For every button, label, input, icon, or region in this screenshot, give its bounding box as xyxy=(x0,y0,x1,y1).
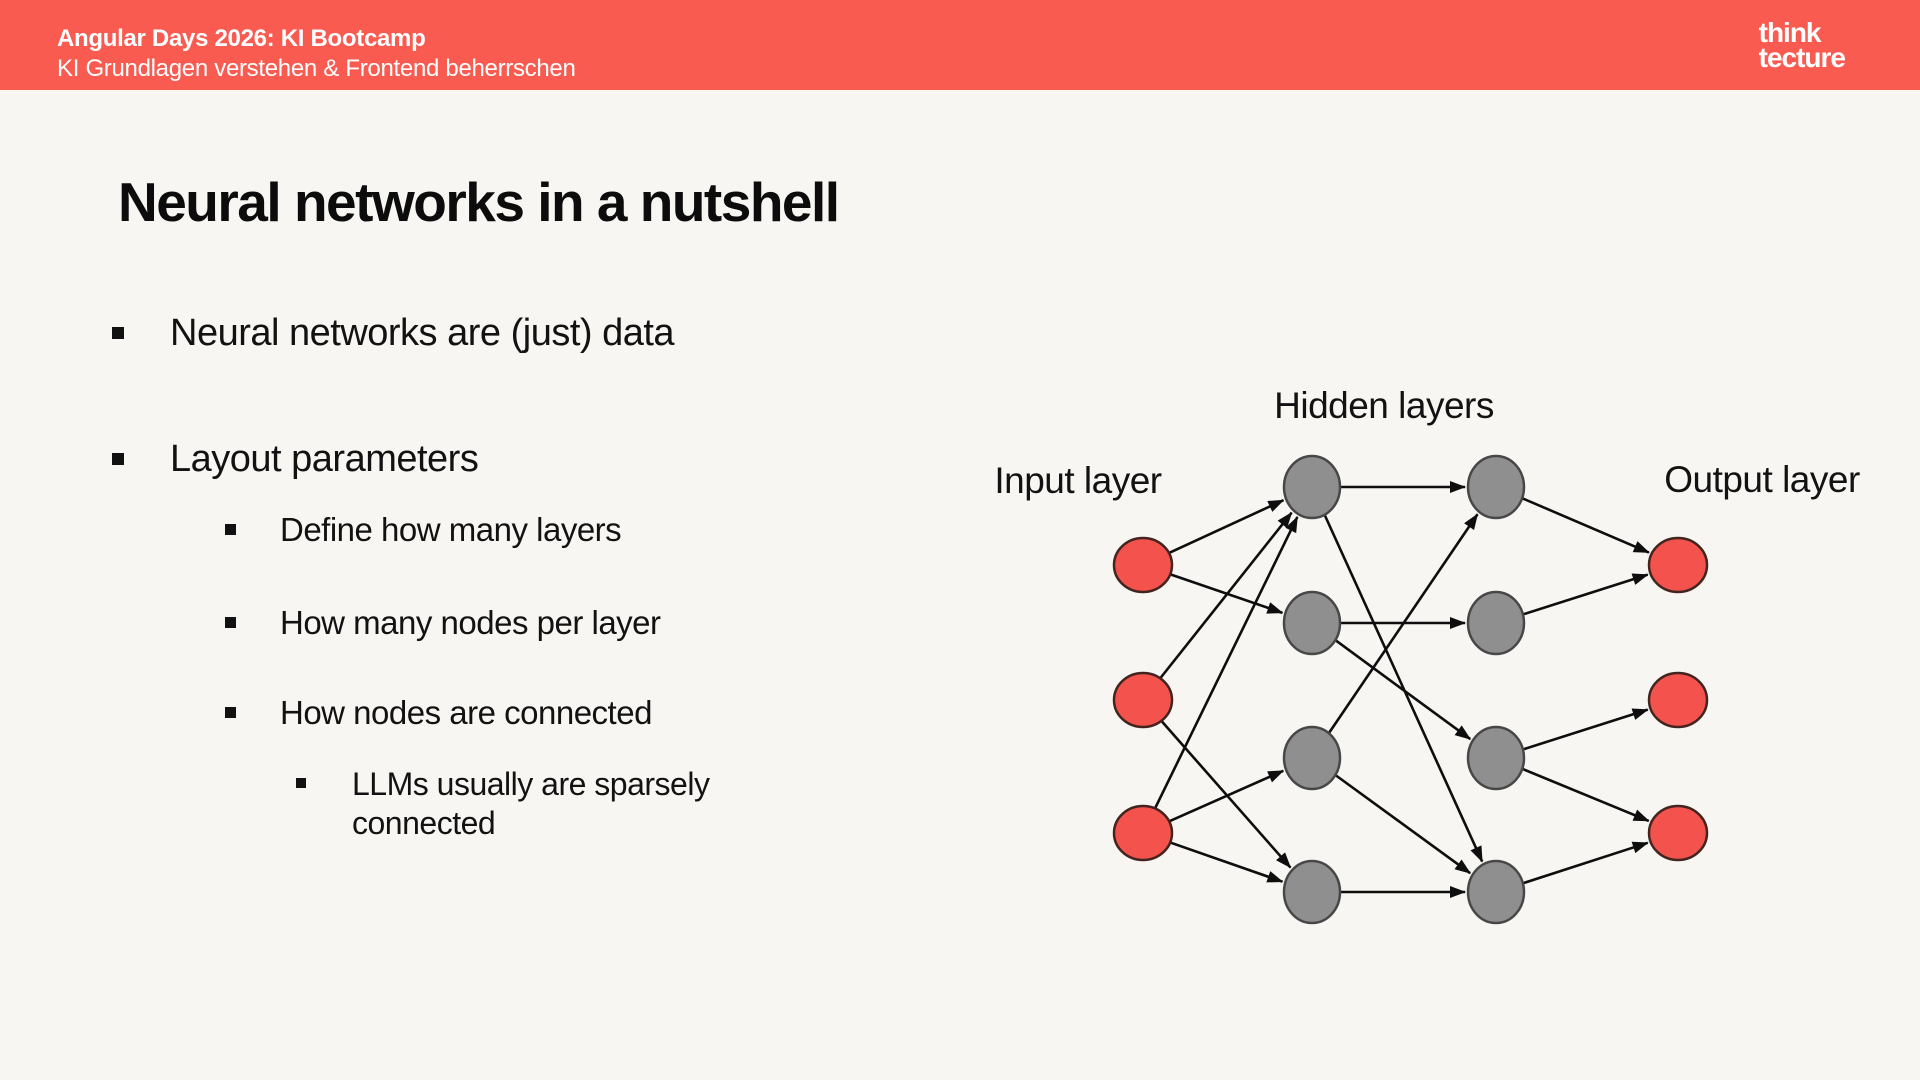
input-layer-label: Input layer xyxy=(994,460,1162,501)
bullet-square-icon xyxy=(225,524,236,536)
bullet-square-icon xyxy=(225,707,236,719)
bullet-text: Define how many layers xyxy=(280,511,622,549)
input-node-i1 xyxy=(1112,536,1174,594)
bullet-text: How many nodes per layer xyxy=(280,604,661,642)
bullet-text: Neural networks are (just) data xyxy=(170,312,675,354)
bullet-square-icon xyxy=(112,452,124,465)
hidden-node-h22 xyxy=(1466,590,1526,656)
edge-h12-h23 xyxy=(1335,639,1472,741)
header-bar: Angular Days 2026: KI Bootcamp KI Grundl… xyxy=(0,0,1920,90)
edge-h13-h21 xyxy=(1328,513,1479,734)
edge-i3-h14 xyxy=(1170,841,1284,883)
bullet-text: LLMs usually are sparsely connected xyxy=(352,766,710,842)
edge-i2-h14 xyxy=(1161,720,1292,869)
hidden-node-h12 xyxy=(1282,590,1342,656)
logo-line-1: think xyxy=(1758,17,1822,48)
edge-h24-o3 xyxy=(1523,841,1649,885)
hidden-node-h23 xyxy=(1466,725,1526,791)
bullet-square-icon xyxy=(112,327,124,339)
hidden-layers-label: Hidden layers xyxy=(1274,385,1494,426)
output-node-o3 xyxy=(1647,804,1709,862)
bullet-text: Layout parameters xyxy=(170,437,479,480)
input-node-i3 xyxy=(1112,804,1174,862)
hidden-node-h21 xyxy=(1466,454,1526,520)
hidden-node-h24 xyxy=(1466,859,1526,925)
output-layer-label: Output layer xyxy=(1664,459,1860,500)
bullet-item: Neural networks are (just) data xyxy=(112,312,802,356)
edge-h23-o2 xyxy=(1523,708,1649,751)
bullet-item: How nodes are connected xyxy=(112,694,802,732)
edge-i2-h11 xyxy=(1159,511,1293,679)
output-node-o2 xyxy=(1647,671,1709,729)
edge-h22-o1 xyxy=(1523,573,1649,616)
edge-i3-h11 xyxy=(1154,516,1299,809)
bullet-item: LLMs usually are sparsely connected xyxy=(112,765,802,843)
output-node-o1 xyxy=(1647,536,1709,594)
bullet-item: Layout parameters xyxy=(112,438,802,482)
edge-h13-h24 xyxy=(1335,774,1471,875)
hidden-node-h14 xyxy=(1282,859,1342,925)
hidden-node-h11 xyxy=(1282,454,1342,520)
edge-i3-h13 xyxy=(1169,769,1285,823)
header-subtitle: KI Grundlagen verstehen & Frontend beher… xyxy=(57,55,576,83)
bullet-square-icon xyxy=(296,778,306,789)
thinktecture-logo: think tecture xyxy=(1758,17,1846,73)
page-title: Neural networks in a nutshell xyxy=(118,171,840,233)
bullet-square-icon xyxy=(225,617,236,629)
header-title: Angular Days 2026: KI Bootcamp xyxy=(57,25,426,52)
edge-h21-o1 xyxy=(1522,497,1650,554)
bullet-text: How nodes are connected xyxy=(280,694,652,732)
edge-i1-h11 xyxy=(1169,499,1285,554)
bullet-item: Define how many layers xyxy=(112,511,802,549)
edge-h23-o3 xyxy=(1522,767,1650,823)
logo-line-2: tecture xyxy=(1758,42,1846,73)
bullet-item: How many nodes per layer xyxy=(112,604,802,642)
input-node-i2 xyxy=(1112,671,1174,729)
hidden-node-h13 xyxy=(1282,725,1342,791)
